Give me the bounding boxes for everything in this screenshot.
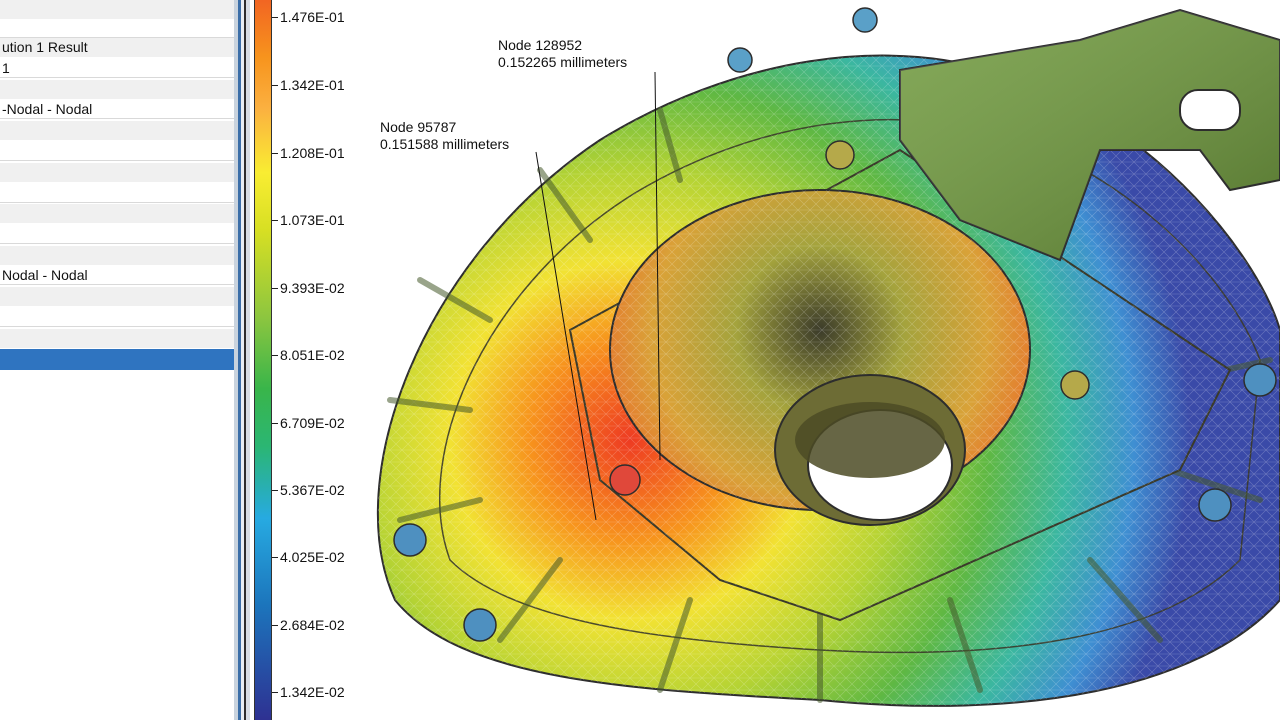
property-row[interactable] [0, 204, 234, 223]
fea-part-render [376, 7, 1280, 707]
property-row[interactable]: ution 1 Result [0, 38, 234, 57]
legend-tick [272, 220, 278, 221]
legend-tick [272, 17, 278, 18]
property-row[interactable] [0, 184, 234, 203]
property-row-selected[interactable] [0, 349, 234, 370]
node-id-label: Node 128952 [498, 37, 583, 53]
property-row[interactable] [0, 0, 234, 19]
property-row[interactable] [0, 80, 234, 99]
legend-label: 2.684E-02 [280, 617, 345, 633]
property-row[interactable]: 1 [0, 59, 234, 78]
property-row[interactable] [0, 308, 234, 327]
node-id-label: Node 95787 [380, 119, 457, 135]
legend-tick [272, 85, 278, 86]
node-annotation: Node 128952 0.152265 millimeters [498, 37, 627, 71]
legend-tick [272, 423, 278, 424]
legend-label: 9.393E-02 [280, 280, 345, 296]
properties-panel: ution 1 Result 1 -Nodal - Nodal Nodal - … [0, 0, 234, 720]
legend-label: 1.342E-02 [280, 684, 345, 700]
legend-label: 1.073E-01 [280, 212, 345, 228]
legend-tick [272, 355, 278, 356]
node-value-label: 0.152265 millimeters [498, 54, 628, 70]
legend-label: 6.709E-02 [280, 415, 345, 431]
legend-tick [272, 153, 278, 154]
property-row[interactable] [0, 246, 234, 265]
legend-tick [272, 288, 278, 289]
property-row[interactable]: -Nodal - Nodal [0, 100, 234, 119]
legend-label: 1.208E-01 [280, 145, 345, 161]
node-annotation: Node 95787 0.151588 millimeters [380, 119, 509, 153]
legend-label: 8.051E-02 [280, 347, 345, 363]
legend-color-bar [254, 0, 272, 720]
legend-label: 4.025E-02 [280, 549, 345, 565]
legend-tick [272, 692, 278, 693]
legend-tick [272, 490, 278, 491]
property-row[interactable] [0, 329, 234, 348]
node-value-label: 0.151588 millimeters [380, 136, 510, 152]
legend-tick [272, 625, 278, 626]
property-row[interactable]: Nodal - Nodal [0, 266, 234, 285]
property-row[interactable] [0, 121, 234, 140]
legend-label: 5.367E-02 [280, 482, 345, 498]
legend-tick [272, 557, 278, 558]
model-viewport[interactable]: Node 128952 0.152265 millimeters Node 95… [300, 0, 1280, 720]
property-row[interactable] [0, 19, 234, 38]
property-row[interactable] [0, 225, 234, 244]
property-row[interactable] [0, 163, 234, 182]
panel-splitter[interactable] [234, 0, 250, 720]
property-row[interactable] [0, 142, 234, 161]
legend-label: 1.476E-01 [280, 9, 345, 25]
legend-label: 1.342E-01 [280, 77, 345, 93]
property-row[interactable] [0, 287, 234, 306]
